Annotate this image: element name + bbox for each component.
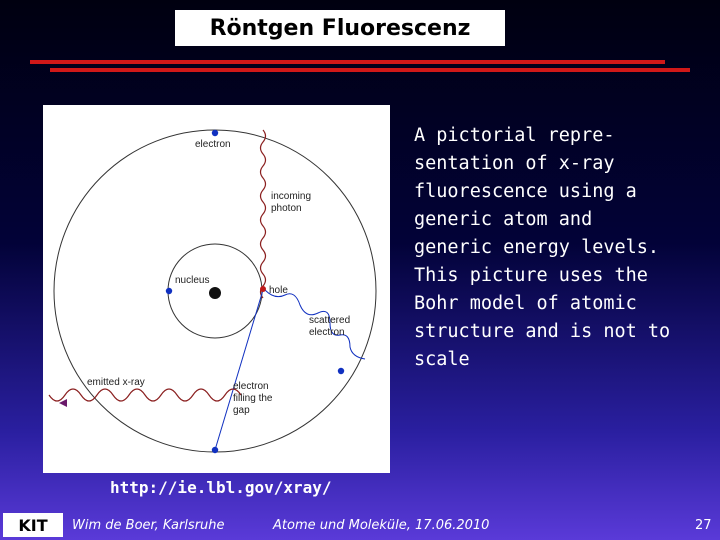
- label-filling-2: filling the: [233, 393, 273, 404]
- scattered-electron-path: [264, 289, 366, 360]
- footer-author: Wim de Boer, Karlsruhe: [72, 518, 225, 533]
- page-number: 27: [695, 518, 712, 533]
- filling-electron-path: [214, 289, 264, 451]
- label-electron-top: electron: [195, 139, 231, 150]
- kit-logo: KIT: [3, 513, 63, 537]
- description-line: scale: [414, 349, 470, 370]
- description-line: generic atom and: [414, 209, 593, 230]
- description-line: structure and is not to: [414, 321, 671, 342]
- electron-left: [165, 287, 173, 295]
- label-nucleus: nucleus: [175, 275, 209, 286]
- label-scattered-1: scattered: [309, 315, 350, 326]
- emitted-xray-wave: [48, 388, 242, 402]
- title-rule-lower: [50, 68, 690, 72]
- slide-footer: KIT Wim de Boer, Karlsruhe Atome und Mol…: [0, 510, 720, 540]
- label-incoming-1: incoming: [271, 191, 311, 202]
- description-line: A pictorial repre-: [414, 125, 615, 146]
- xray-fluorescence-diagram: electron incoming photon nucleus hole sc…: [43, 105, 390, 473]
- electron-top: [211, 129, 219, 137]
- electron-bottom: [211, 446, 219, 454]
- description-line: Bohr model of atomic: [414, 293, 637, 314]
- electron-hole: [260, 286, 266, 292]
- source-link[interactable]: http://ie.lbl.gov/xray/: [110, 478, 332, 497]
- label-scattered-2: electron: [309, 327, 345, 338]
- label-hole: hole: [269, 285, 288, 296]
- label-incoming-2: photon: [271, 203, 302, 214]
- label-filling-3: gap: [233, 405, 250, 416]
- incoming-photon-wave: [259, 129, 267, 299]
- label-emitted-xray: emitted x-ray: [87, 377, 145, 388]
- electron-scattered: [337, 367, 345, 375]
- description-line: fluorescence using a: [414, 181, 637, 202]
- description-text: A pictorial repre- sentation of x-ray fl…: [414, 122, 704, 374]
- description-line: sentation of x-ray: [414, 153, 615, 174]
- xray-arrowhead: [59, 399, 67, 407]
- description-line: generic energy levels.: [414, 237, 660, 258]
- nucleus-dot: [209, 287, 221, 299]
- title-rule-upper: [30, 60, 665, 64]
- label-filling-1: electron: [233, 381, 269, 392]
- footer-course-date: Atome und Moleküle, 17.06.2010: [273, 518, 490, 533]
- slide-title: Röntgen Fluorescenz: [209, 15, 471, 41]
- title-box: Röntgen Fluorescenz: [175, 10, 505, 46]
- description-line: This picture uses the: [414, 265, 648, 286]
